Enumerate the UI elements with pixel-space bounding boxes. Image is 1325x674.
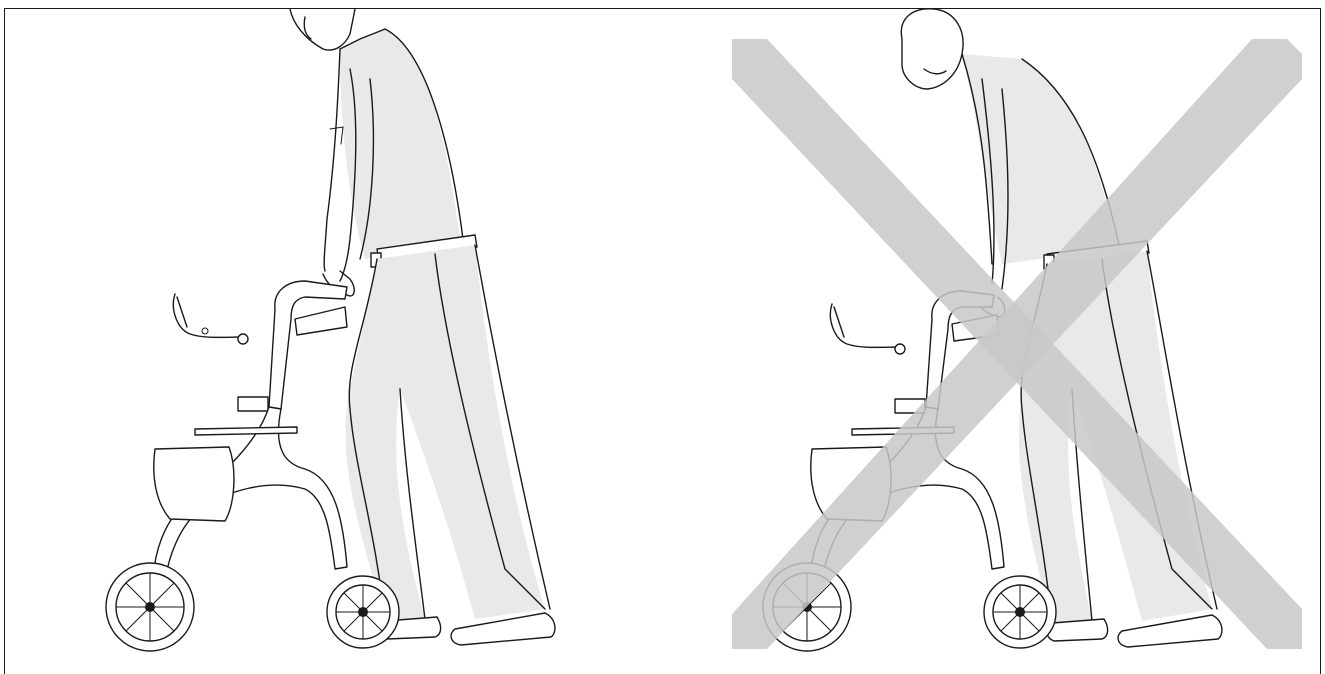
rear-wheel — [984, 576, 1056, 648]
illustration-correct-posture — [5, 9, 663, 674]
front-wheel — [106, 563, 194, 651]
panel-incorrect-posture — [662, 8, 1321, 674]
illustration-incorrect-posture — [662, 9, 1321, 674]
panel-correct-posture — [4, 8, 663, 674]
rear-wheel — [327, 576, 399, 648]
